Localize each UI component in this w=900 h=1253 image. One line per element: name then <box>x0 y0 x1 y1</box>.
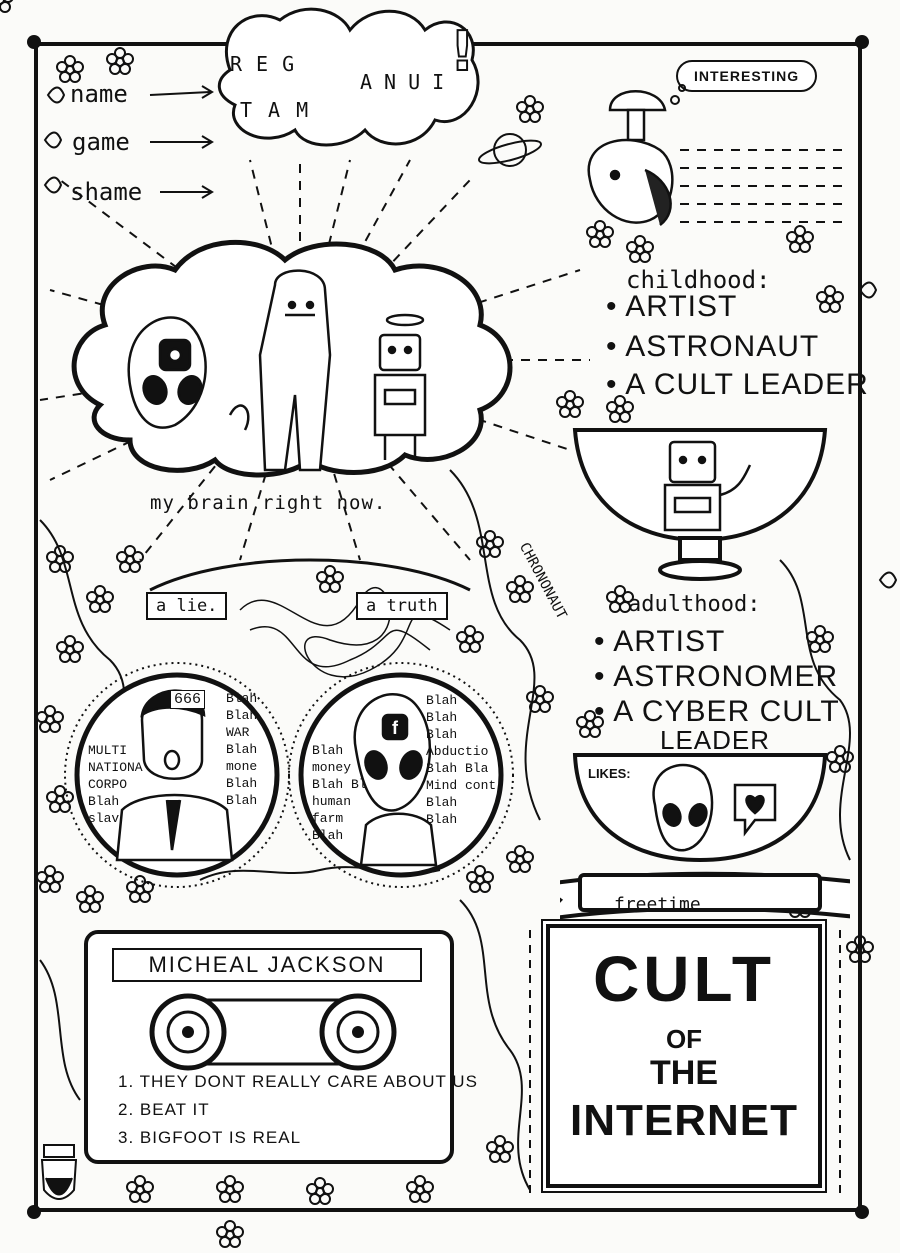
lie-circle <box>64 662 290 888</box>
truth-tag: a truth <box>356 592 448 620</box>
adulthood-heading: adulthood: <box>628 592 761 617</box>
truth-word: farm <box>312 811 344 826</box>
brain-caption: my brain right now. <box>150 492 387 514</box>
adulthood-item: • ASTRONOMER <box>594 660 839 693</box>
truth-word: Abductio <box>426 744 489 759</box>
cassette-track: 3. BIGFOOT IS REAL <box>118 1128 301 1148</box>
sign-line-cult: CULT <box>593 943 775 1015</box>
adulthood-item-text: LEADER <box>660 725 771 755</box>
lie-word: CORPO <box>88 777 128 792</box>
freetime-label: freetime <box>614 894 701 915</box>
track-number: 3. <box>118 1128 135 1147</box>
truth-words-left: Blah money Blah Bl human farm Blah <box>312 742 367 844</box>
cassette-track: 1. THEY DONT REALLY CARE ABOUT US <box>118 1072 478 1092</box>
bearded-head-mushroom-icon <box>587 84 686 226</box>
adulthood-item-text: ARTIST <box>613 625 726 658</box>
adulthood-item: • A CYBER CULT <box>594 695 840 728</box>
track-title: BIGFOOT IS REAL <box>139 1128 302 1147</box>
likes-bowl <box>560 753 850 920</box>
cassette-tape: MICHEAL JACKSON 1. THEY DONT REALLY CARE… <box>84 930 477 1164</box>
lie-word: Blah <box>226 793 258 808</box>
corner-dot <box>855 1205 869 1219</box>
truth-word: Blah <box>426 693 458 708</box>
truth-word: Blah <box>312 743 344 758</box>
interesting-bubble: INTERESTING <box>676 60 818 92</box>
truth-word: Blah <box>312 828 344 843</box>
truth-word: Blah Bla <box>426 761 489 776</box>
truth-word: Blah <box>426 710 458 725</box>
truth-word: money <box>312 760 352 775</box>
lie-words-left: MULTI NATIONA CORPO Blah slav <box>88 708 143 827</box>
lie-word: NATIONA <box>88 760 143 775</box>
label-game: game <box>72 128 130 156</box>
title-letters-row2: TAM <box>240 98 325 122</box>
childhood-item: • A CULT LEADER <box>606 368 869 401</box>
truth-word: human <box>312 794 352 809</box>
lie-666-badge: 666 <box>170 690 206 709</box>
lie-word: MULTI <box>88 743 128 758</box>
lie-word: Blah <box>226 708 258 723</box>
title-letters-row3: ANUI <box>360 70 457 94</box>
title-bubble-shape <box>217 7 480 147</box>
label-name: name <box>70 80 128 108</box>
childhood-item-text: A CULT LEADER <box>625 368 869 401</box>
track-title: THEY DONT REALLY CARE ABOUT US <box>139 1072 478 1091</box>
lie-word: Blah <box>88 794 120 809</box>
bowl-robot <box>572 428 828 581</box>
likes-label: LIKES: <box>588 766 631 781</box>
truth-word: Blah Bl <box>312 777 367 792</box>
title-exclaim: ! <box>449 19 476 84</box>
small-bearded-figure-icon <box>40 1144 78 1200</box>
truth-word: Blah <box>426 812 458 827</box>
childhood-item: • ARTIST <box>606 290 738 323</box>
corner-dot <box>27 1205 41 1219</box>
truth-word: Blah <box>426 795 458 810</box>
truth-circle: f <box>288 662 514 888</box>
childhood-heading: childhood: <box>626 266 771 294</box>
childhood-item-text: ARTIST <box>625 290 738 323</box>
lie-word: slav <box>88 811 120 826</box>
lie-tag: a lie. <box>146 592 228 620</box>
cassette-reels <box>149 993 397 1071</box>
track-number: 2. <box>118 1100 135 1119</box>
title-letters-row1: REG <box>230 52 309 76</box>
lie-words-right: Blah Blah WAR Blah mone Blah Blah <box>226 690 257 809</box>
sign-line-internet: INTERNET <box>570 1096 798 1145</box>
truth-words-right: Blah Blah Blah Abductio Blah Bla Mind co… <box>426 692 496 828</box>
childhood-item: • ASTRONAUT <box>606 330 820 363</box>
sign-line-the: THE <box>650 1054 718 1092</box>
adulthood-item-text: ASTRONOMER <box>613 660 839 693</box>
lie-word: Blah <box>226 691 258 706</box>
truth-word: Mind cont <box>426 778 497 793</box>
lie-word: WAR <box>226 725 250 740</box>
svg-text:f: f <box>392 718 399 738</box>
cassette-track: 2. BEAT IT <box>118 1100 210 1120</box>
track-number: 1. <box>118 1072 135 1091</box>
lie-word: Blah <box>226 776 258 791</box>
corner-dot <box>27 35 41 49</box>
cassette-label: MICHEAL JACKSON <box>112 948 422 982</box>
childhood-item-text: ASTRONAUT <box>625 330 820 363</box>
sign-line-of: OF <box>665 1024 703 1054</box>
brain-cloud <box>71 239 513 478</box>
label-shame: shame <box>70 178 143 206</box>
lie-word: Blah <box>226 742 258 757</box>
adulthood-item-text: A CYBER CULT <box>613 695 840 728</box>
corner-dot <box>855 35 869 49</box>
track-title: BEAT IT <box>139 1100 210 1119</box>
cult-of-the-internet-sign: CULT OF THE INTERNET <box>546 924 822 1188</box>
lie-word: mone <box>226 759 258 774</box>
adulthood-item: • ARTIST <box>594 625 726 658</box>
truth-word: Blah <box>426 727 458 742</box>
tangle-lines <box>149 558 471 678</box>
